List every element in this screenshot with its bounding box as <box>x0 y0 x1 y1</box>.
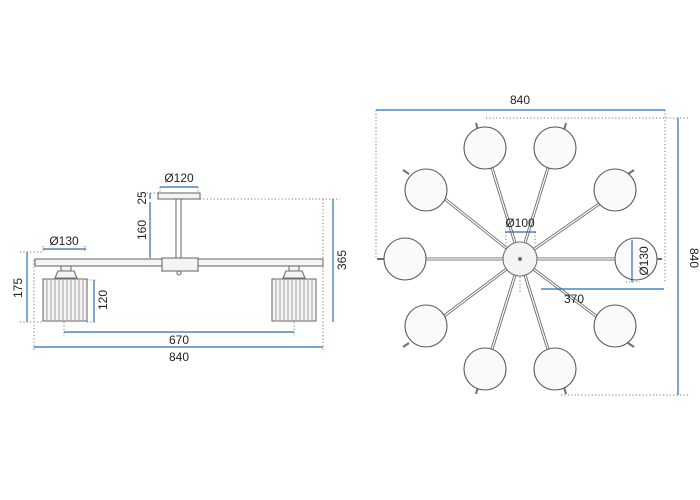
side-shade-diameter-label: Ø130 <box>49 234 79 248</box>
globe-lower-right <box>594 305 636 347</box>
side-canopy-diameter-label: Ø120 <box>164 171 194 185</box>
side-total-width-label: 840 <box>169 350 189 364</box>
side-shade-height-label: 175 <box>11 278 25 298</box>
globe-upper-left <box>405 169 447 211</box>
top-total-depth-label: 840 <box>687 248 700 268</box>
top-total-width-label: 840 <box>510 93 530 107</box>
top-hub-diameter-label: Ø100 <box>505 216 535 230</box>
globe-top-left <box>464 127 506 169</box>
side-view: Ø120 Ø130 25 160 365 175 120 670 840 <box>11 171 349 364</box>
side-fixture <box>35 193 323 321</box>
left-shade <box>43 266 87 321</box>
canopy <box>158 193 200 199</box>
globe-lower-left <box>405 305 447 347</box>
side-shade-inner-height-label: 120 <box>96 290 110 310</box>
top-view: 840 840 Ø100 Ø130 370 <box>376 93 700 395</box>
globe-top-right <box>534 127 576 169</box>
right-shade <box>272 266 316 321</box>
side-shade-spacing-label: 670 <box>169 333 189 347</box>
side-canopy-height-label: 25 <box>135 191 149 205</box>
globe-left <box>384 238 426 280</box>
side-total-height-label: 365 <box>335 250 349 270</box>
top-arm-reach-label: 370 <box>564 292 584 306</box>
globe-upper-right <box>594 169 636 211</box>
side-rod-length-label: 160 <box>135 220 149 240</box>
center-box <box>162 258 198 271</box>
globe-bottom-right <box>534 348 576 390</box>
top-globe-diameter-label: Ø130 <box>637 246 651 276</box>
globe-bottom-left <box>464 348 506 390</box>
